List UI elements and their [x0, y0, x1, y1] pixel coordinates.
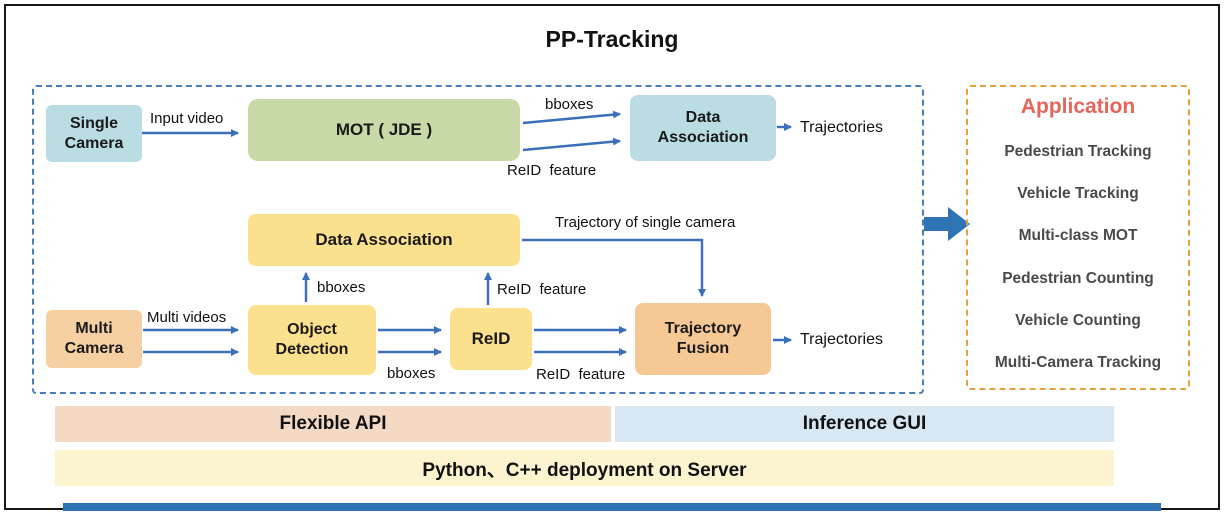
page-title: PP-Tracking — [545, 26, 679, 52]
object-detection-box: Object Detection — [248, 305, 376, 375]
data-association-mid-box: Data Association — [248, 214, 520, 266]
reid-feature-top-label: ReID feature — [507, 162, 597, 179]
pipeline-panel — [32, 85, 924, 394]
single-camera-box: Single Camera — [46, 105, 142, 162]
input-video-label: Input video — [150, 110, 224, 127]
mot-jde-box: MOT ( JDE ) — [248, 99, 520, 161]
deployment-bar: Python、C++ deployment on Server — [55, 450, 1114, 486]
trajectories-top-label: Trajectories — [800, 119, 883, 136]
bboxes-top-label: bboxes — [545, 96, 594, 113]
reid-feature-up-label: ReID feature — [497, 281, 587, 298]
bottom-accent-line — [63, 503, 1161, 511]
application-item-vehicle-tracking: Vehicle Tracking — [1017, 185, 1139, 203]
trajectories-bottom-label: Trajectories — [800, 331, 883, 348]
reid-box: ReID — [450, 308, 532, 370]
multi-videos-label: Multi videos — [147, 309, 227, 326]
application-item-multi-class-mot: Multi-class MOT — [1018, 227, 1138, 245]
application-item-pedestrian-tracking: Pedestrian Tracking — [1004, 143, 1152, 161]
application-item-vehicle-counting: Vehicle Counting — [1015, 311, 1141, 329]
trajectory-fusion-box: Trajectory Fusion — [635, 303, 771, 375]
application-item-multi-camera-tracking: Multi-Camera Tracking — [994, 353, 1162, 371]
application-panel: Application Pedestrian Tracking Vehicle … — [966, 85, 1190, 390]
reid-feature-mid-label: ReID feature — [536, 366, 626, 383]
bboxes-up-label: bboxes — [317, 279, 366, 296]
flexible-api-bar: Flexible API — [55, 406, 611, 442]
multi-camera-box: Multi Camera — [46, 310, 142, 368]
inference-gui-bar: Inference GUI — [615, 406, 1114, 442]
data-association-top-box: Data Association — [630, 95, 776, 161]
application-item-pedestrian-counting: Pedestrian Counting — [1002, 269, 1154, 287]
trajectory-single-camera-label: Trajectory of single camera — [555, 214, 736, 231]
application-title: Application — [1020, 95, 1136, 118]
bboxes-mid-label: bboxes — [387, 365, 436, 382]
